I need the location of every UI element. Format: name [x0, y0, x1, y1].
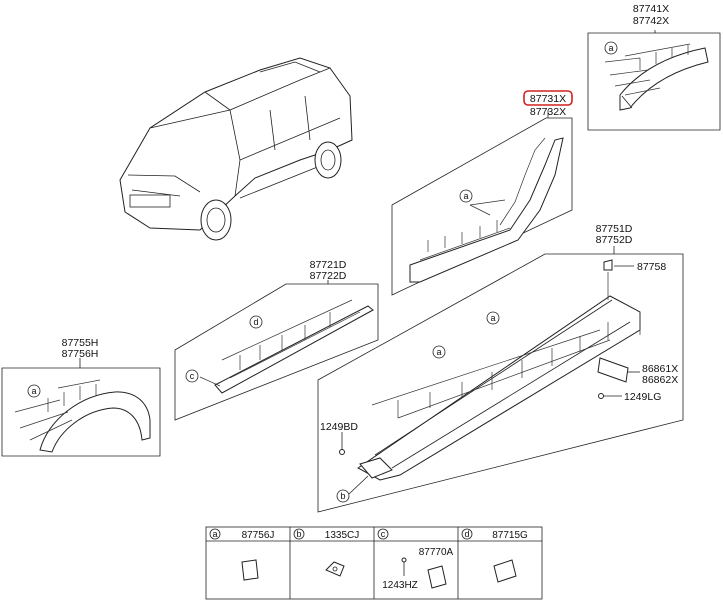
legend-key-b-label: b — [296, 529, 301, 539]
legend-extra-c: 1243HZ — [382, 580, 418, 591]
callout-a-sill-1 — [486, 311, 500, 325]
callout-a-front — [27, 384, 41, 398]
label-87758: 87758 — [637, 261, 666, 273]
legend-key-b — [293, 528, 305, 540]
side-sill-group: a a b 87758 86861X 86862X 1249LG 1249BD … — [317, 223, 684, 513]
legend-cell-d: d 87715G — [461, 528, 528, 583]
label-1249bd: 1249BD — [320, 421, 358, 433]
callout-b-label: b — [340, 491, 345, 501]
legend-key-c — [377, 528, 389, 540]
rear-arch-clips — [604, 43, 691, 96]
callout-d — [249, 315, 263, 329]
label-87721d: 87721D — [310, 259, 347, 271]
callout-a-door-label: a — [463, 191, 468, 201]
legend-part-a: 87756J — [242, 530, 275, 541]
legend-key-a — [209, 528, 221, 540]
callout-b — [336, 489, 350, 503]
legend-table: a 87756J b 1335CJ c 87770A 1243HZ d 8771… — [205, 526, 543, 600]
screw-1243hz-icon — [401, 557, 407, 563]
legend-part-c: 87770A — [419, 547, 454, 558]
label-87732x: 87732X — [530, 106, 566, 118]
vehicle-illustration — [119, 57, 353, 241]
legend-part-b: 1335CJ — [325, 530, 359, 541]
nut-hole-icon — [332, 566, 338, 572]
label-87741x: 87741X — [633, 3, 669, 15]
callout-d-label: d — [253, 317, 258, 327]
callout-c — [185, 369, 199, 383]
legend-key-d — [461, 528, 473, 540]
front-arch-group: a 87755H 87756H — [1, 337, 161, 457]
legend-key-c-label: c — [381, 529, 386, 539]
legend-cell-b: b 1335CJ — [293, 528, 359, 577]
bracket-86861x — [597, 357, 629, 383]
label-87755h: 87755H — [62, 337, 99, 349]
callout-a-sill-1-label: a — [490, 313, 495, 323]
front-arch-clips — [14, 379, 101, 441]
legend-cell-a: a 87756J — [209, 528, 275, 581]
clip-87715g-icon — [493, 559, 517, 583]
bolt-1249bd — [339, 449, 345, 455]
door-garnish-clips — [419, 137, 546, 261]
legend-key-d-label: d — [464, 529, 469, 539]
label-86862x: 86862X — [642, 374, 678, 386]
nut-1335cj-icon — [325, 561, 345, 577]
side-sill-clips — [371, 272, 641, 419]
label-87756h: 87756H — [62, 348, 99, 360]
label-87722d: 87722D — [310, 270, 347, 282]
side-garnish-group: d c 87721D 87722D — [174, 259, 379, 421]
callout-a-sill-2-label: a — [436, 347, 441, 357]
label-87731x[interactable]: 87731X — [530, 93, 566, 105]
callout-c-label: c — [190, 371, 195, 381]
side-garnish-clips — [199, 299, 361, 387]
rear-arch-group: a 87741X 87742X — [587, 3, 721, 131]
clip-87770a-icon — [427, 565, 447, 589]
callout-a-sill-2 — [432, 345, 446, 359]
callout-a-rear-label: a — [608, 43, 613, 53]
callout-a-rear — [604, 41, 618, 55]
clip-87756j-icon — [241, 559, 259, 581]
clip-87758 — [603, 259, 613, 271]
callout-a-front-label: a — [31, 386, 36, 396]
legend-key-a-label: a — [212, 529, 217, 539]
label-87752d: 87752D — [596, 234, 633, 246]
door-garnish-group: a 87731X 87732X — [391, 90, 573, 296]
label-87751d: 87751D — [596, 223, 633, 235]
label-87742x: 87742X — [633, 15, 669, 27]
legend-part-d: 87715G — [492, 530, 528, 541]
highlight-87731x — [523, 90, 573, 106]
legend-cell-c: c 87770A 1243HZ — [377, 528, 454, 591]
bolt-1249lg — [598, 393, 604, 399]
callout-a-door — [459, 189, 473, 203]
label-1249lg: 1249LG — [624, 391, 661, 403]
label-86861x: 86861X — [642, 363, 678, 375]
